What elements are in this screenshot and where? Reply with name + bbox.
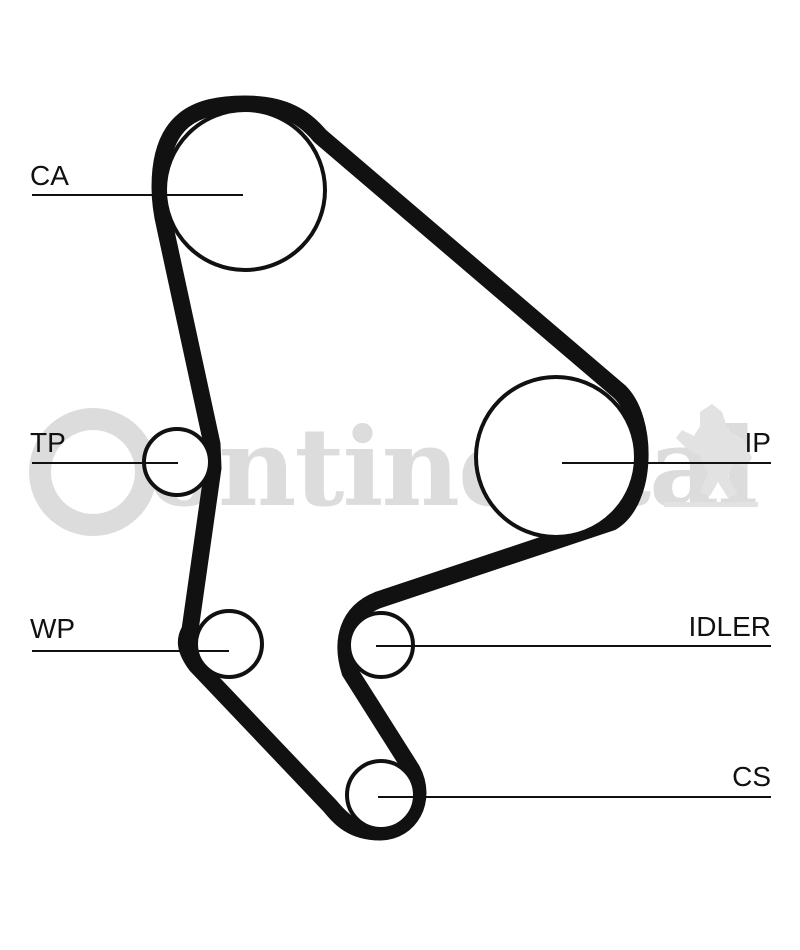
ca-pulley [163,108,327,272]
ip-label: IP [745,427,771,458]
wp-label: WP [30,613,75,644]
ca-label: CA [30,160,69,191]
watermark-brand-text: ontinental [148,405,756,531]
cs-label: CS [732,761,771,792]
tp-label: TP [30,427,66,458]
cs-pulley [345,759,417,831]
prancing-horse-icon [664,404,758,507]
continental-watermark: ontinental [29,404,758,536]
idler-label: IDLER [689,611,771,642]
wp-pulley [194,609,264,679]
timing-belt [151,95,649,841]
ip-pulley [474,375,638,539]
